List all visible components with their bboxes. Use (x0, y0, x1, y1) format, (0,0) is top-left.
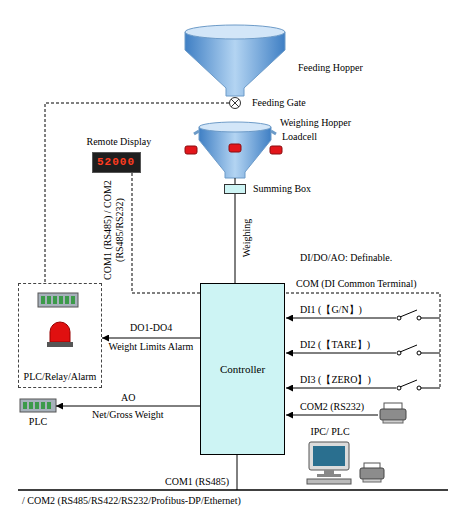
bus-wires (18, 455, 448, 490)
plc-icon (38, 293, 78, 307)
annotation-label: DI3 (【ZERO】) (300, 374, 371, 386)
gate-cross (231, 99, 239, 107)
printer-body (360, 468, 384, 479)
annotation-label: / COM2 (RS485/RS422/RS232/Profibus-DP/Et… (22, 495, 241, 507)
weighing-hopper (194, 122, 276, 184)
summing-box: Summing Box (224, 184, 246, 194)
plc-rack (38, 293, 78, 307)
annotation-label: DI/DO/AO: Definable. (300, 252, 392, 264)
node-text: PLC (29, 416, 47, 428)
remote-display: Remote Display52000 (92, 152, 141, 173)
connector (56, 406, 200, 407)
switch-lever (400, 380, 417, 387)
node-text: Remote Display (87, 136, 152, 148)
hopper-body (185, 32, 285, 96)
di-wires (286, 293, 440, 415)
plc-module (65, 296, 69, 304)
plc-module (41, 296, 45, 304)
annotation-label: Weighing Hopper (280, 117, 351, 129)
monitor-base (317, 474, 341, 477)
input-wire (286, 318, 396, 319)
plc-module (41, 402, 45, 409)
feeding-hopper (185, 25, 285, 96)
connector (102, 338, 200, 339)
node-text: Controller (220, 363, 265, 375)
loadcell-symbol (185, 146, 197, 154)
connector (235, 194, 236, 283)
annotation-label: DI1 (【G/N】) (300, 304, 362, 316)
annotation-label: COM1 (RS485) (165, 476, 229, 488)
annotation-label: DI2 (【TARE】) (300, 339, 370, 351)
loadcell-symbol (229, 144, 241, 152)
hopper-rim (185, 25, 285, 39)
annotation-label: Net/Gross Weight (92, 409, 164, 421)
plc-module (23, 402, 27, 409)
plc-module (47, 402, 51, 409)
printer-icon (360, 463, 384, 482)
monitor-stand (324, 470, 334, 474)
node-text: PLC/Relay/Alarm (24, 371, 97, 383)
plc-node: PLC (20, 398, 56, 428)
loadcells (185, 144, 282, 154)
plc-module (71, 296, 75, 304)
hopper-rim (199, 122, 271, 132)
node-text: Feeding Gate (252, 97, 306, 109)
computer-icon (307, 442, 351, 484)
gate-valve: Feeding Gate (229, 97, 241, 109)
edge-label: Weighing (241, 218, 253, 259)
node-text: Summing Box (253, 183, 311, 195)
plc-module (53, 296, 57, 304)
alarm-dome (50, 322, 70, 342)
ipc-node: IPC/ PLC (305, 426, 355, 484)
alarm-light (47, 322, 73, 347)
annotation-label: Weight Limits Alarm (109, 341, 194, 353)
printer-body (380, 409, 406, 420)
switch-contact (417, 316, 421, 320)
plc-module (35, 402, 39, 409)
monitor-screen (313, 446, 345, 466)
hopper-body (199, 127, 271, 178)
switch-contact (417, 386, 421, 390)
input-wire (286, 388, 396, 389)
annotation-label: Feeding Hopper (298, 62, 363, 74)
gate-symbol (231, 99, 239, 107)
connector (45, 103, 229, 283)
loadcell-symbol (270, 146, 282, 154)
annotation-label: COM (DI Common Terminal) (296, 278, 417, 290)
bus-line (18, 489, 448, 491)
node-text: 52000 (97, 156, 135, 169)
printer-icon (380, 403, 406, 423)
annotation-label: Loadcell (282, 131, 317, 143)
output-group-box: PLC/Relay/Alarm (18, 283, 102, 388)
gate-cross (231, 99, 239, 107)
common-wire (421, 318, 440, 388)
bus-drop (237, 455, 238, 490)
plc-icon (20, 399, 56, 412)
printer-tray (383, 420, 403, 423)
edge-label: DO1-DO4 (129, 322, 173, 334)
plc-rack (20, 399, 56, 412)
switch-contact (417, 351, 421, 355)
keyboard (307, 479, 351, 484)
input-wire (286, 353, 396, 354)
switch-lever (400, 310, 417, 317)
printer-tray (363, 479, 381, 482)
node-text: IPC/ PLC (310, 426, 349, 438)
edge-label: COM1 (RS485) / COM2 (RS485/RS232) (102, 177, 126, 283)
annotation-label: COM2 (RS232) (300, 401, 364, 413)
plc-module (59, 296, 63, 304)
printer-wire (286, 415, 378, 416)
connector (132, 173, 200, 293)
controller-box: Controller (200, 283, 285, 455)
alarm-base (47, 342, 73, 347)
switch-lever (400, 345, 417, 352)
monitor (309, 442, 349, 470)
common-wire (286, 293, 440, 388)
plc-module (47, 296, 51, 304)
edge-label: AO (120, 392, 136, 404)
plc-module (29, 402, 33, 409)
